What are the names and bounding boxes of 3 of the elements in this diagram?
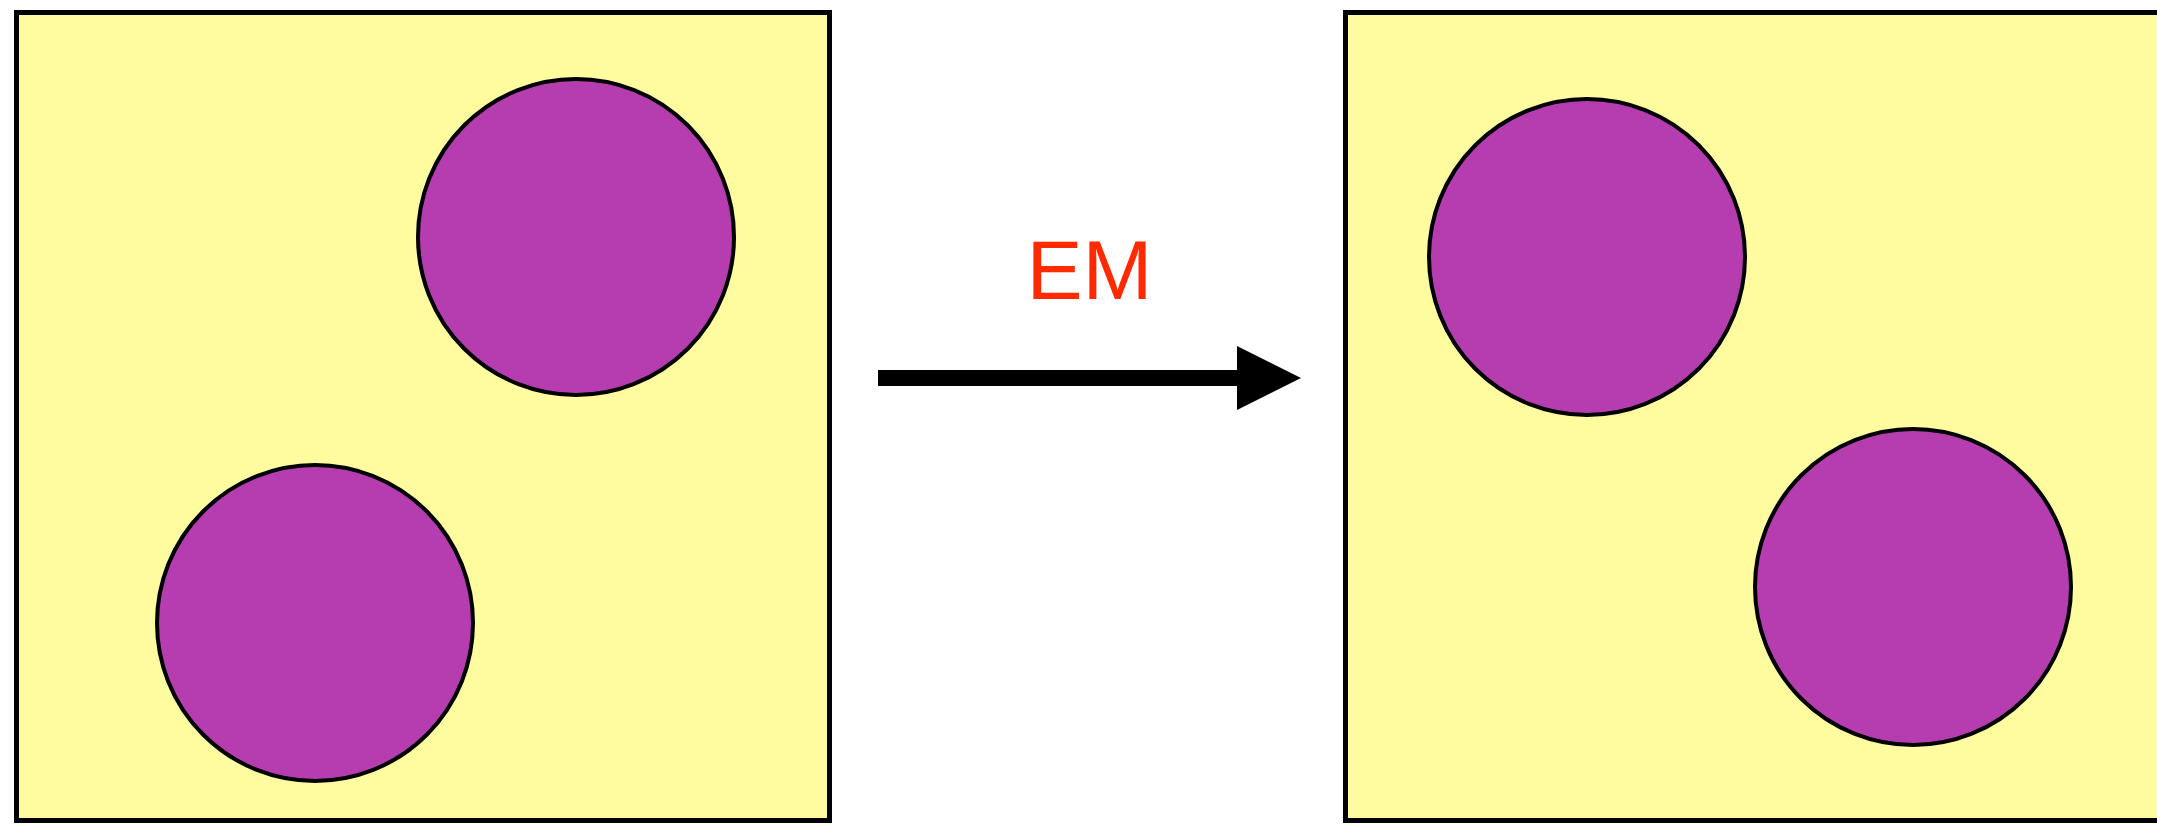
- panel-box: [14, 10, 832, 823]
- panel-box: [1343, 10, 2157, 823]
- arrow: [878, 346, 1301, 410]
